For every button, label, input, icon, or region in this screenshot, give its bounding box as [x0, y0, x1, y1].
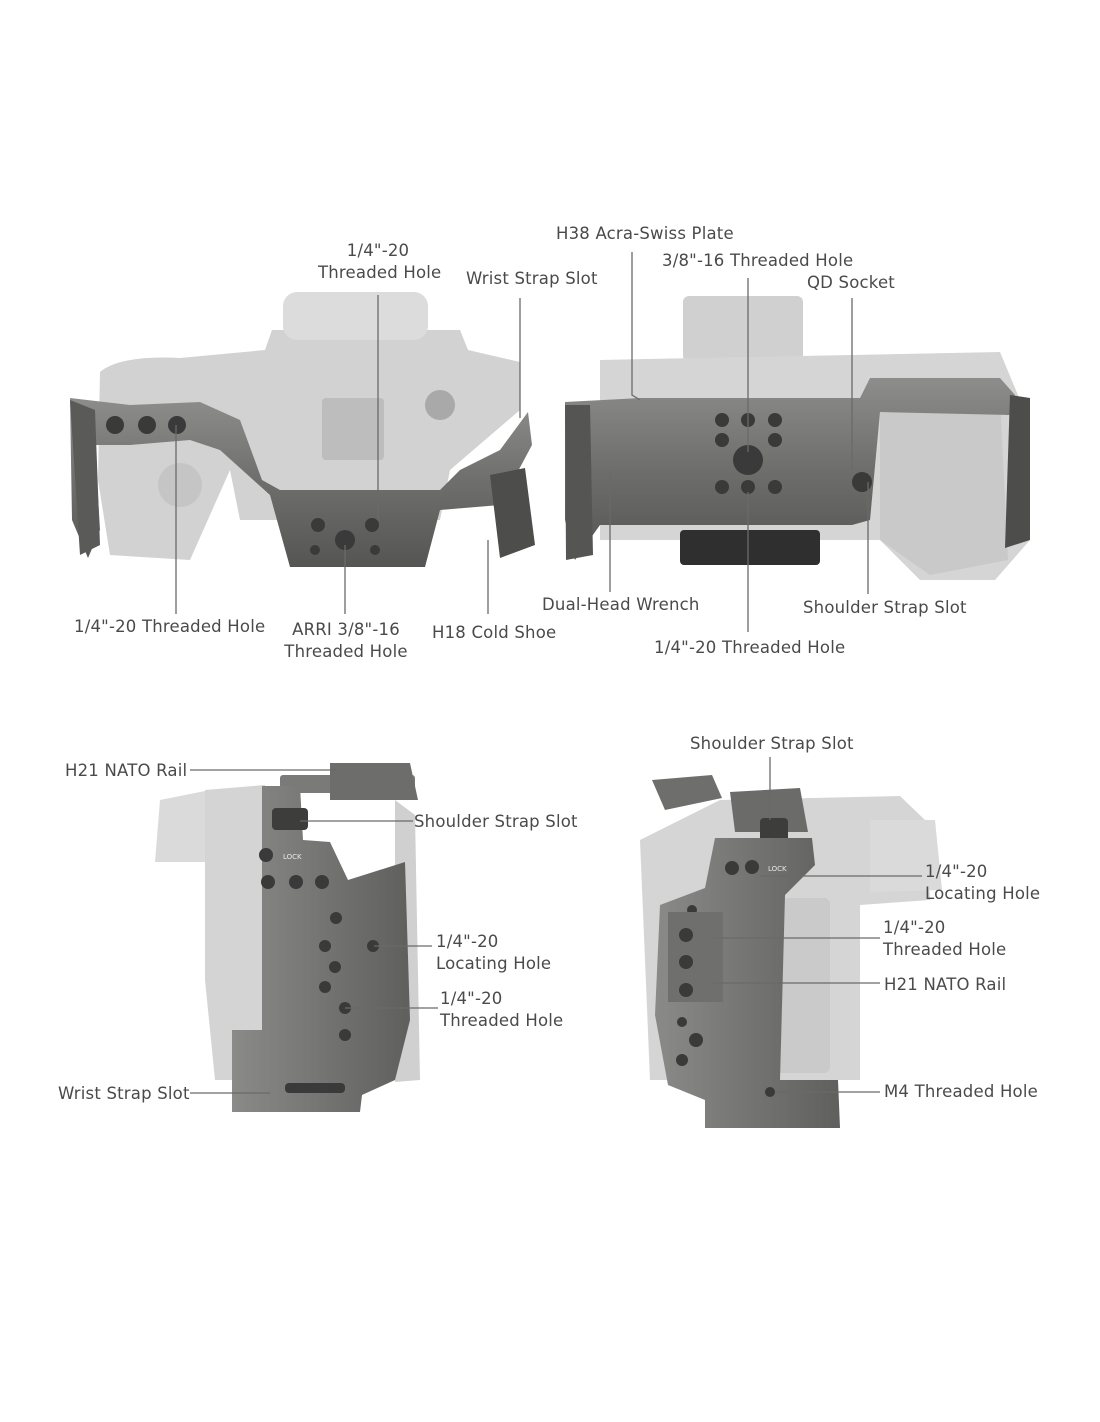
lock-marking: LOCK [283, 853, 302, 861]
label-shoulder-strap-slot: Shoulder Strap Slot [690, 734, 854, 753]
label-threaded-hole: 1/4"-20 Threaded Hole [883, 918, 1007, 959]
label-threaded-hole-14: 1/4"-20 Threaded Hole [654, 638, 846, 657]
label-wrist-strap-slot: Wrist Strap Slot [58, 1084, 190, 1103]
label-locating-hole: 1/4"-20 Locating Hole [925, 862, 1041, 903]
top-view-illustration [70, 292, 535, 567]
label-cold-shoe: H18 Cold Shoe [432, 623, 557, 642]
label-shoulder-strap-slot: Shoulder Strap Slot [414, 812, 578, 831]
label-locating-hole: 1/4"-20 Locating Hole [436, 932, 552, 973]
label-threaded-hole-bottom: 1/4"-20 Threaded Hole [74, 617, 266, 636]
label-arri-threaded-hole: ARRI 3/8"-16 Threaded Hole [284, 620, 408, 661]
label-qd-socket: QD Socket [807, 273, 895, 292]
label-dual-head-wrench: Dual-Head Wrench [542, 595, 700, 614]
label-nato-rail: H21 NATO Rail [884, 975, 1007, 994]
label-acra-swiss-plate: H38 Acra-Swiss Plate [556, 224, 734, 243]
left-side-illustration: LOCK [155, 763, 420, 1112]
leader-lines [175, 252, 922, 1094]
label-nato-rail: H21 NATO Rail [65, 761, 188, 780]
label-m4-threaded-hole: M4 Threaded Hole [884, 1082, 1038, 1101]
label-wrist-strap-slot: Wrist Strap Slot [466, 269, 598, 288]
label-shoulder-strap-slot: Shoulder Strap Slot [803, 598, 967, 617]
label-threaded-hole-top: 1/4"-20 Threaded Hole [318, 241, 442, 282]
label-threaded-hole-38: 3/8"-16 Threaded Hole [662, 251, 854, 270]
label-threaded-hole: 1/4"-20 Threaded Hole [440, 989, 564, 1030]
bottom-view-illustration [565, 296, 1030, 580]
lock-marking: LOCK [768, 865, 787, 873]
